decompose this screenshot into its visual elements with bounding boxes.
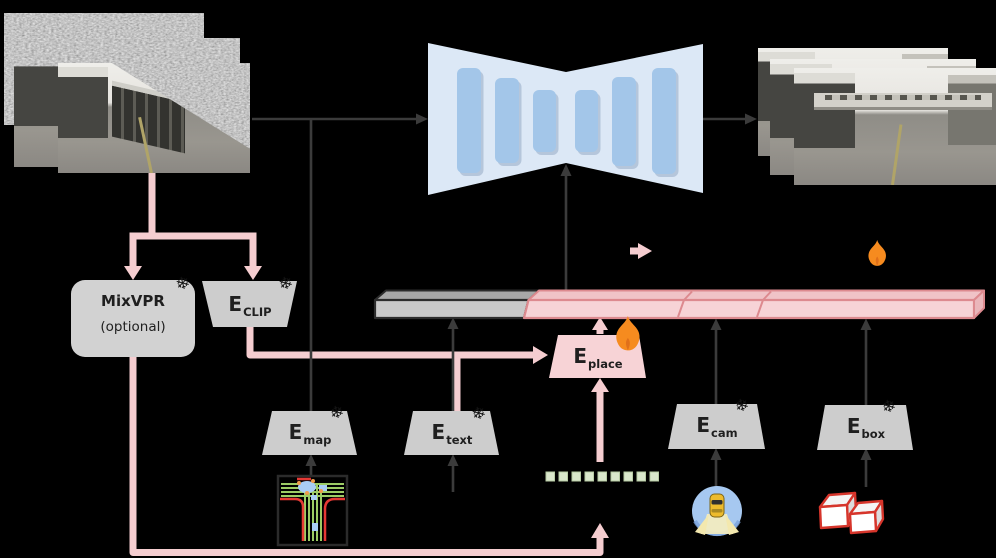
- arrowhead-into-ecam: [710, 448, 722, 460]
- ego-car: [709, 493, 725, 518]
- arrowhead-into-unet-left: [416, 113, 428, 125]
- emap-base: E: [288, 420, 303, 444]
- token-bar-divider-1: [677, 290, 693, 318]
- unet: [428, 43, 703, 195]
- arrowhead-into-eplace-bottom: [591, 378, 609, 392]
- mixvpr-label: MixVPR: [78, 291, 188, 310]
- ebox-label: Ebox: [811, 413, 921, 441]
- headlight-beam: [701, 514, 733, 534]
- ecam-base: E: [696, 413, 711, 437]
- arrowhead-into-unet-bottom: [560, 164, 572, 176]
- arrowhead-into-generated: [745, 113, 757, 125]
- unet-blocks: [457, 68, 676, 174]
- mixvpr-sublabel-text: (optional): [100, 319, 166, 335]
- flame-icon-eplace: [616, 316, 640, 351]
- token-bar-divider-2: [756, 290, 772, 318]
- arrowhead-etext-bar: [447, 317, 459, 329]
- camera-circle-shade: [693, 519, 741, 537]
- ebox-base: E: [846, 414, 861, 438]
- token-bar-gray-top: [374, 289, 540, 301]
- emap-sub: map: [303, 433, 332, 447]
- ecam-label: Ecam: [662, 412, 772, 440]
- arrowhead-into-emap: [305, 454, 317, 466]
- car-rear-window: [711, 509, 723, 513]
- generated-image-front: [794, 68, 996, 185]
- mixvpr-sublabel: (optional): [78, 316, 188, 335]
- ecam-trapezoid: [668, 404, 765, 449]
- ebox-sub: box: [861, 427, 886, 441]
- arrowhead-into-ebox: [860, 448, 872, 460]
- token-bar: [373, 289, 985, 320]
- unet-block: [495, 78, 519, 163]
- dashed-green-line: [545, 471, 659, 482]
- ebox-trapezoid: [817, 405, 913, 450]
- noisy-image-front: [58, 63, 250, 173]
- dark-arrowheads: [305, 113, 872, 466]
- place-condition-lines: [129, 173, 638, 556]
- emap-trapezoid: [262, 411, 357, 455]
- unet-block: [612, 77, 636, 166]
- eclip-base: E: [228, 292, 243, 316]
- box1-front: [818, 503, 850, 530]
- bounding-boxes-icon: [818, 491, 885, 535]
- map-boundaries: [280, 477, 345, 541]
- token-bar-end-cap: [973, 289, 985, 319]
- arrowhead-into-eplace-left: [533, 346, 548, 364]
- arrowhead-into-etext: [447, 454, 459, 466]
- map-lanes: [281, 483, 344, 541]
- arrowhead-into-mixvpr: [124, 266, 142, 280]
- etext-label: Etext: [397, 419, 507, 447]
- eplace-label: Eplace: [543, 343, 653, 371]
- token-bar-gray-front: [373, 298, 530, 320]
- eclip-sub: CLIP: [243, 305, 272, 319]
- arrowhead-into-eclip: [244, 266, 262, 280]
- street-photo: [794, 68, 996, 185]
- pink-arrowheads: [124, 243, 652, 538]
- flame-icon-legend: [868, 240, 886, 266]
- ecam-sub: cam: [711, 426, 738, 440]
- token-bar-pink-top: [527, 289, 985, 301]
- car-windshield: [711, 500, 723, 505]
- arrowhead-ebox-bar: [860, 318, 872, 330]
- encoder-nodes: [71, 280, 913, 455]
- eclip-label: ECLIP: [195, 291, 305, 319]
- arrowhead-eplace-to-bar: [592, 317, 608, 330]
- eplace-sub: place: [588, 357, 623, 371]
- etext-trapezoid: [404, 411, 499, 455]
- camera-pose-icon: [692, 486, 742, 537]
- arrowhead-ecam-bar: [710, 318, 722, 330]
- eclip-trapezoid: [202, 281, 297, 327]
- map-border: [276, 474, 349, 547]
- headlight-beam-left: [695, 514, 709, 535]
- legend-pink-arrow-icon: [638, 243, 652, 259]
- unet-block: [575, 90, 598, 152]
- box2-front: [848, 510, 878, 535]
- etext-base: E: [431, 420, 446, 444]
- map-crosswalks: [298, 481, 327, 531]
- dark-flow-lines: [252, 117, 868, 492]
- hd-map-image: [276, 474, 349, 547]
- mixvpr-bottom-route-line: [129, 356, 604, 556]
- etext-sub: text: [446, 433, 473, 447]
- unet-block: [533, 90, 556, 152]
- headlight-beam-right: [725, 514, 739, 535]
- token-bar-pink-front: [522, 298, 976, 320]
- eclip-to-eplace-line: [246, 327, 533, 359]
- eplace-base: E: [573, 344, 588, 368]
- map-agents: [297, 479, 323, 495]
- mixvpr-box: [71, 280, 195, 357]
- mixvpr-label-text: MixVPR: [101, 292, 165, 310]
- emap-label: Emap: [255, 419, 365, 447]
- arrowhead-below-dashes: [591, 523, 609, 538]
- unet-block: [457, 68, 481, 173]
- unet-block: [652, 68, 676, 174]
